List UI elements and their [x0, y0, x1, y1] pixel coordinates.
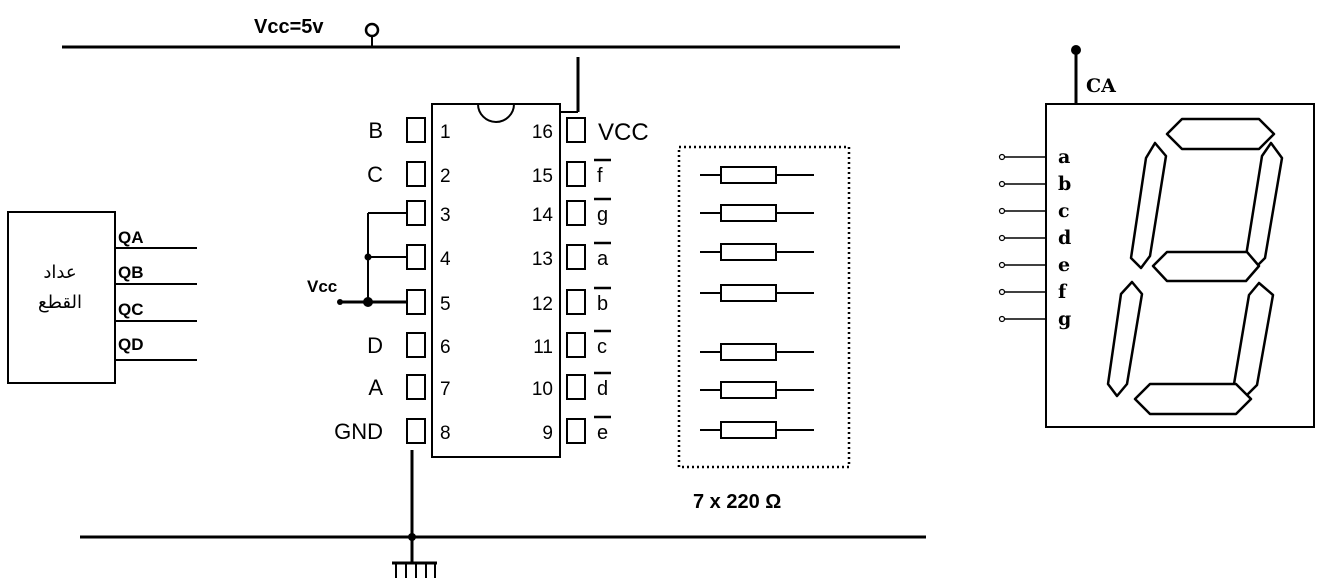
left-pin-pad [406, 117, 426, 143]
counter-output-qc: QC [118, 300, 144, 319]
right-pin-pad [566, 332, 586, 358]
right-pin-label: VCC [598, 119, 649, 146]
right-pin-number: 10 [532, 379, 553, 400]
resistor [700, 204, 814, 222]
segment-input-pin [998, 234, 1046, 242]
decoder-right-pins: 16 VCC 15 f 14 g 13 a 12 b 11 c 10 d 9 e [532, 117, 649, 444]
segment-input-label: f [1058, 281, 1068, 303]
segment-e [1106, 280, 1144, 398]
left-pin-label: D [367, 333, 383, 358]
left-pin-pad [406, 200, 426, 226]
right-pin-number: 9 [542, 423, 553, 444]
digit-segments [1106, 117, 1284, 416]
right-pin-pad [566, 200, 586, 226]
segment-input-label: a [1058, 146, 1070, 168]
left-pin-label: B [368, 118, 383, 143]
counter-title-line2: القطع [38, 292, 82, 313]
left-pin-pad [406, 418, 426, 444]
left-pin-pad [406, 289, 426, 315]
right-pin-number: 16 [532, 122, 553, 143]
resistor [700, 243, 814, 261]
left-pin-number: 4 [440, 249, 451, 270]
seven-segment-display: CA [1045, 45, 1315, 428]
right-pin-label: e [597, 422, 608, 444]
right-pin-pad [566, 374, 586, 400]
counter-title-line1: عداد [43, 262, 76, 282]
right-pin-label: c [597, 336, 607, 358]
right-pin-number: 12 [532, 294, 553, 315]
common-anode-label: CA [1086, 75, 1116, 97]
decoder-ic [431, 57, 580, 458]
segment-g [1151, 250, 1261, 283]
right-pin-pad [566, 244, 586, 270]
resistor-array: 7 x 220 Ω [677, 145, 851, 513]
left-pin-number: 2 [440, 166, 451, 187]
left-pin-label: GND [334, 419, 383, 444]
segment-input-label: d [1058, 227, 1071, 249]
counter-output-qb: QB [118, 263, 144, 282]
left-pin-number: 3 [440, 205, 451, 226]
segment-input-pin [998, 315, 1046, 323]
resistor [700, 381, 814, 399]
segment-input-pin [998, 153, 1046, 161]
left-pin-label: A [368, 375, 383, 400]
right-pin-number: 14 [532, 205, 554, 226]
left-pin-number: 1 [440, 122, 451, 143]
left-pin-number: 7 [440, 379, 451, 400]
ground-symbol [392, 561, 437, 578]
counter-block: عداد القطع QA QB QC QD [7, 211, 197, 384]
left-pin-number: 6 [440, 337, 451, 358]
segment-input-label: b [1058, 173, 1071, 195]
right-pin-pad [566, 418, 586, 444]
left-pin-label: C [367, 162, 383, 187]
left-pin-pad [406, 332, 426, 358]
resistor [700, 166, 814, 184]
vcc-tie-wiring: Vcc [307, 212, 407, 307]
vcc-supply-label: Vcc=5v [254, 16, 324, 38]
vcc-rail: Vcc=5v [62, 16, 900, 49]
segment-input-label: c [1058, 200, 1070, 222]
right-pin-number: 13 [532, 249, 553, 270]
left-pin-number: 8 [440, 423, 451, 444]
segment-input-pin [998, 180, 1046, 188]
right-pin-label: d [597, 378, 608, 400]
segment-d [1133, 382, 1253, 416]
right-pin-pad [566, 117, 586, 143]
counter-output-qa: QA [118, 228, 144, 247]
right-pin-label: f [597, 165, 603, 187]
vcc-input-label: Vcc [307, 277, 337, 296]
segment-input-pin [998, 261, 1046, 269]
right-pin-number: 15 [532, 166, 553, 187]
right-pin-pad [566, 289, 586, 315]
left-pin-pad [406, 374, 426, 400]
right-pin-label: b [597, 293, 608, 315]
left-pin-pad [406, 161, 426, 187]
segment-input-pin [998, 207, 1046, 215]
segment-input-label: g [1058, 308, 1071, 330]
right-pin-label: a [597, 248, 609, 270]
left-pin-number: 5 [440, 294, 451, 315]
segment-input-pin [998, 288, 1046, 296]
resistor [700, 421, 814, 439]
resistor-array-label: 7 x 220 Ω [693, 491, 781, 513]
right-pin-pad [566, 161, 586, 187]
segment-input-label: e [1058, 254, 1070, 276]
segment-a [1165, 117, 1276, 151]
right-pin-number: 11 [533, 337, 553, 358]
segment-f [1129, 141, 1168, 270]
ground-rail [80, 450, 926, 562]
counter-output-qd: QD [118, 335, 144, 354]
right-pin-label: g [597, 204, 608, 226]
resistor [700, 284, 814, 302]
left-pin-pad [406, 244, 426, 270]
resistor [700, 343, 814, 361]
